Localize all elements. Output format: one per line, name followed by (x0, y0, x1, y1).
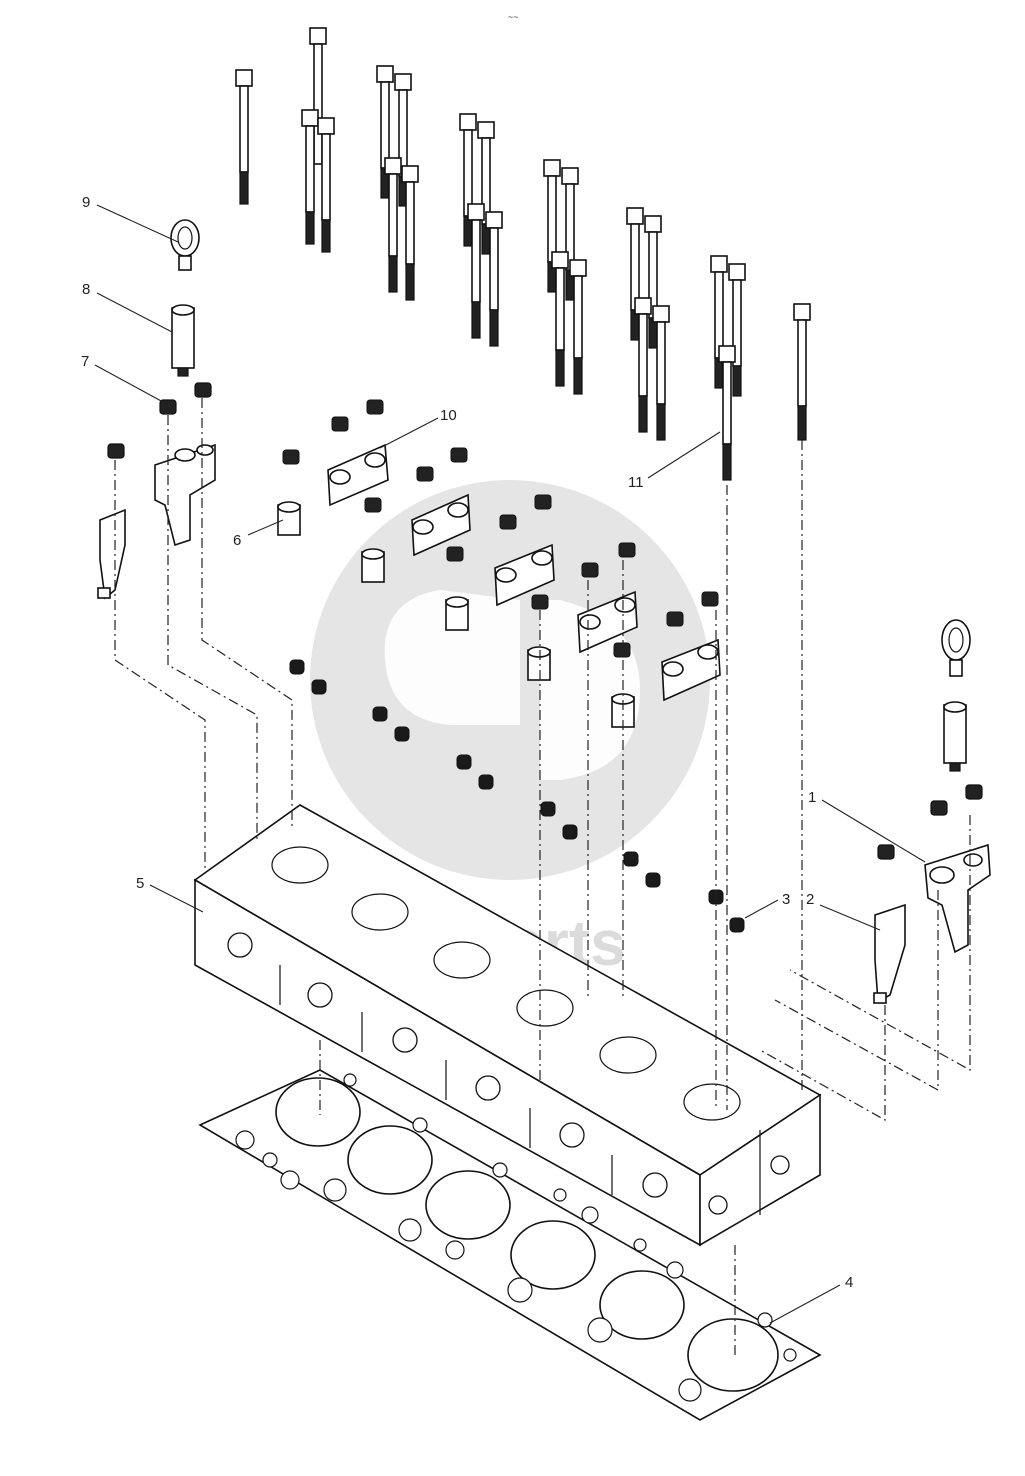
callout-9: 9 (82, 194, 90, 211)
callout-3: 3 (782, 891, 790, 908)
sleeves (277, 501, 635, 728)
head-bolt (634, 297, 652, 433)
rocker-bridge (661, 638, 721, 702)
head-bolt (626, 207, 644, 341)
valve-seals (289, 659, 745, 933)
sleeve (527, 646, 551, 681)
rocker-bridge (411, 493, 471, 557)
head-bolt (384, 157, 402, 293)
rocker-bridges (327, 443, 721, 702)
head-bolt (644, 215, 662, 349)
assembly-lines (114, 398, 971, 1355)
callout-1: 1 (808, 789, 816, 806)
cylinder-head (193, 804, 822, 1247)
callout-7: 7 (81, 353, 89, 370)
callout-2: 2 (806, 891, 814, 908)
sleeve (445, 596, 469, 631)
rocker-bridge (494, 543, 555, 607)
head-gasket (198, 1069, 822, 1421)
head-bolt (551, 251, 569, 387)
head-bolt (235, 69, 253, 205)
head-bolt (467, 203, 485, 339)
head-bolt (718, 345, 736, 481)
rocker-bridge (327, 443, 389, 507)
callout-6: 6 (233, 532, 241, 549)
head-bolts (235, 27, 811, 481)
callout-leaders (94, 204, 926, 1324)
callout-5: 5 (136, 875, 144, 892)
head-bolt (485, 211, 503, 347)
spacer-left (171, 304, 195, 377)
callout-labels: 1 2 3 4 5 6 7 8 9 10 11 (81, 194, 853, 1291)
rocker-bracket-right (873, 784, 991, 1004)
header-mark: ~~ (508, 12, 519, 22)
nuts (282, 399, 719, 658)
spacer-right (943, 701, 967, 772)
sleeve (361, 548, 385, 583)
head-bolt (652, 305, 670, 441)
head-bolt (728, 263, 746, 397)
head-bolt (309, 27, 327, 165)
head-bolt (477, 121, 495, 255)
lifting-eye-right (941, 619, 971, 677)
rocker-bridge (577, 590, 638, 654)
sleeve (277, 501, 301, 536)
head-bolt (793, 303, 811, 441)
head-bolt (401, 165, 419, 301)
rocker-bracket-left (97, 382, 216, 600)
callout-8: 8 (82, 281, 90, 298)
head-bolt (317, 117, 335, 253)
lifting-eye-left (170, 219, 200, 271)
head-bolt (569, 259, 587, 395)
callout-10: 10 (440, 407, 457, 424)
callout-11: 11 (628, 474, 644, 491)
callout-4: 4 (845, 1274, 853, 1291)
